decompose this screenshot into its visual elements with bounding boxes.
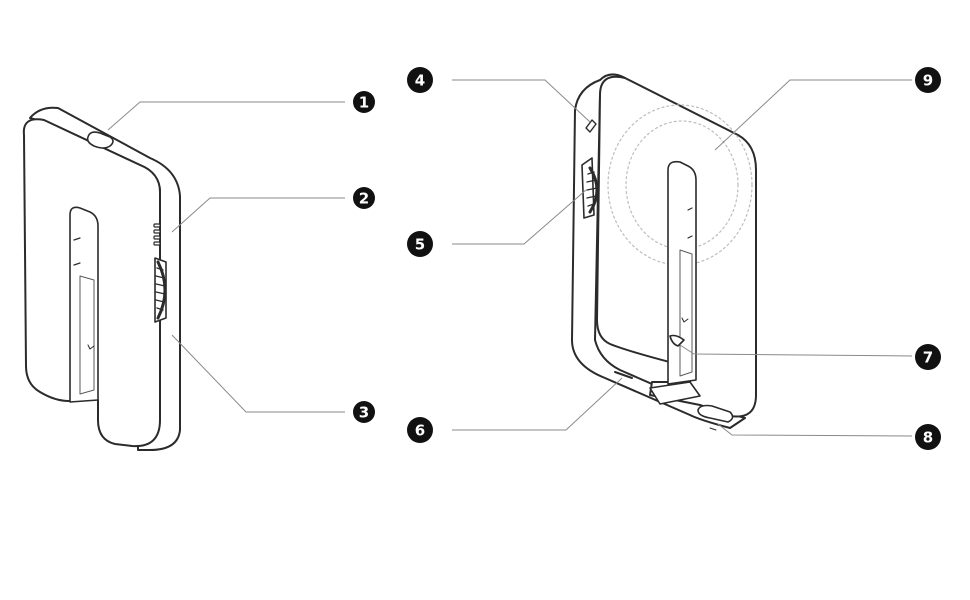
- device-front-clip-slot: [69, 206, 99, 403]
- callout-badge: [407, 417, 433, 443]
- callout-number: 8: [923, 429, 933, 447]
- callout-4: 4: [407, 67, 433, 93]
- rear-scroll-wheel: [581, 157, 599, 219]
- leader-line-4: [452, 79, 591, 123]
- side-scroll-wheel: [154, 257, 167, 323]
- callout-8: 8: [915, 424, 941, 450]
- callout-badge: [915, 344, 941, 370]
- callout-number: 6: [415, 422, 425, 440]
- leader-line-5: [452, 189, 587, 245]
- leader-lines: [107, 79, 913, 437]
- leader-line-9: [714, 79, 912, 151]
- callout-number: 7: [923, 349, 933, 367]
- leader-line-6: [452, 377, 623, 431]
- wireless-charging-zone: [607, 104, 753, 266]
- callout-badge: [353, 401, 375, 423]
- callout-badge: [353, 187, 375, 209]
- callout-9: 9: [915, 67, 941, 93]
- device-front-slot-groove: [79, 275, 95, 395]
- leader-line-1: [107, 101, 345, 131]
- callout-number: 5: [415, 236, 425, 254]
- leader-line-3: [171, 334, 345, 413]
- bottom-slot: [614, 371, 633, 379]
- callout-2: 2: [353, 187, 375, 209]
- device-rear-foot: [649, 381, 701, 405]
- bottom-port: [697, 404, 734, 423]
- device-rear-clip-slot: [667, 160, 697, 385]
- callout-badge: [915, 67, 941, 93]
- release-latch: [669, 334, 685, 347]
- callout-badge: [353, 91, 375, 113]
- callout-number: 4: [415, 72, 425, 90]
- callout-6: 6: [407, 417, 433, 443]
- side-port: [585, 119, 597, 133]
- callout-number: 2: [359, 190, 369, 208]
- leader-line-7: [679, 344, 913, 357]
- battery-indicator-lights: [153, 223, 161, 246]
- callout-number: 1: [359, 94, 369, 112]
- callout-1: 1: [353, 91, 375, 113]
- top-button: [86, 131, 114, 149]
- callout-number: 3: [359, 404, 369, 422]
- device-rear-view: [571, 73, 757, 431]
- callout-badge: [407, 231, 433, 257]
- device-front-view: [22, 106, 181, 451]
- callout-3: 3: [353, 401, 375, 423]
- callout-5: 5: [407, 231, 433, 257]
- leader-line-8: [717, 423, 913, 437]
- callout-7: 7: [915, 344, 941, 370]
- callout-number: 9: [923, 72, 933, 90]
- callout-badge: [915, 424, 941, 450]
- leader-line-2: [171, 197, 345, 233]
- callout-badge: [407, 67, 433, 93]
